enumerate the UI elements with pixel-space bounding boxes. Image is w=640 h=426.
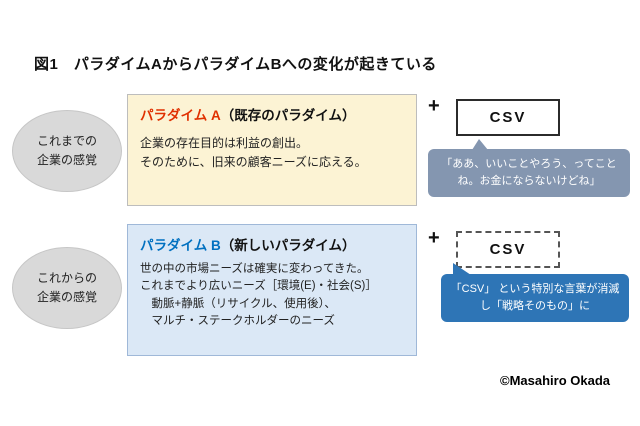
csv-label: CSV — [489, 109, 527, 126]
paradigm-b-title-rest: （新しいパラダイム） — [220, 238, 356, 253]
paradigm-b-box: パラダイム B（新しいパラダイム） 世の中の市場ニーズは確実に変わってきた。 こ… — [127, 224, 417, 356]
paradigm-b-body: 世の中の市場ニーズは確実に変わってきた。 これまでより広いニーズ［環境(E)・社… — [140, 263, 377, 327]
csv-label: CSV — [489, 241, 527, 258]
ellipse-future-label: これからの 企業の感覚 — [36, 271, 97, 304]
speech-bubble-strategy: 「CSV」 という特別な言葉が消滅し「戦略そのもの」に — [441, 263, 629, 322]
paradigm-a-title-rest: （既存のパラダイム） — [220, 108, 356, 123]
speech-bubble-strategy-text: 「CSV」 という特別な言葉が消滅し「戦略そのもの」に — [450, 282, 620, 312]
ellipse-current-company-sense: これまでの 企業の感覚 — [12, 110, 122, 192]
ellipse-future-company-sense: これからの 企業の感覚 — [12, 247, 122, 329]
speech-tail-icon — [472, 139, 488, 150]
paradigm-a-body: 企業の存在目的は利益の創出。 そのために、旧来の顧客ニーズに応える。 — [140, 136, 367, 170]
speech-bubble-legacy-csv: 「ああ、いいことやろう、ってことね。お金にならないけどね」 — [428, 139, 630, 197]
copyright-credit: ©Masahiro Okada — [499, 373, 610, 388]
ellipse-current-label: これまでの 企業の感覚 — [36, 134, 97, 167]
paradigm-a-box: パラダイム A（既存のパラダイム） 企業の存在目的は利益の創出。 そのために、旧… — [127, 94, 417, 206]
csv-box-dashed: CSV — [456, 231, 560, 268]
paradigm-b-title: パラダイム B（新しいパラダイム） — [140, 234, 404, 254]
figure-title: 図1 パラダイムAからパラダイムBへの変化が起きている — [34, 56, 437, 73]
csv-box-solid: CSV — [456, 99, 560, 136]
plus-icon: + — [428, 227, 440, 249]
paradigm-b-title-highlight: パラダイム B — [140, 238, 221, 253]
speech-tail-icon — [453, 263, 471, 275]
speech-bubble-legacy-text: 「ああ、いいことやろう、ってことね。お金にならないけどね」 — [441, 157, 617, 187]
paradigm-a-title-highlight: パラダイム A — [140, 108, 221, 123]
plus-icon: + — [428, 95, 440, 117]
paradigm-a-title: パラダイム A（既存のパラダイム） — [140, 104, 404, 124]
